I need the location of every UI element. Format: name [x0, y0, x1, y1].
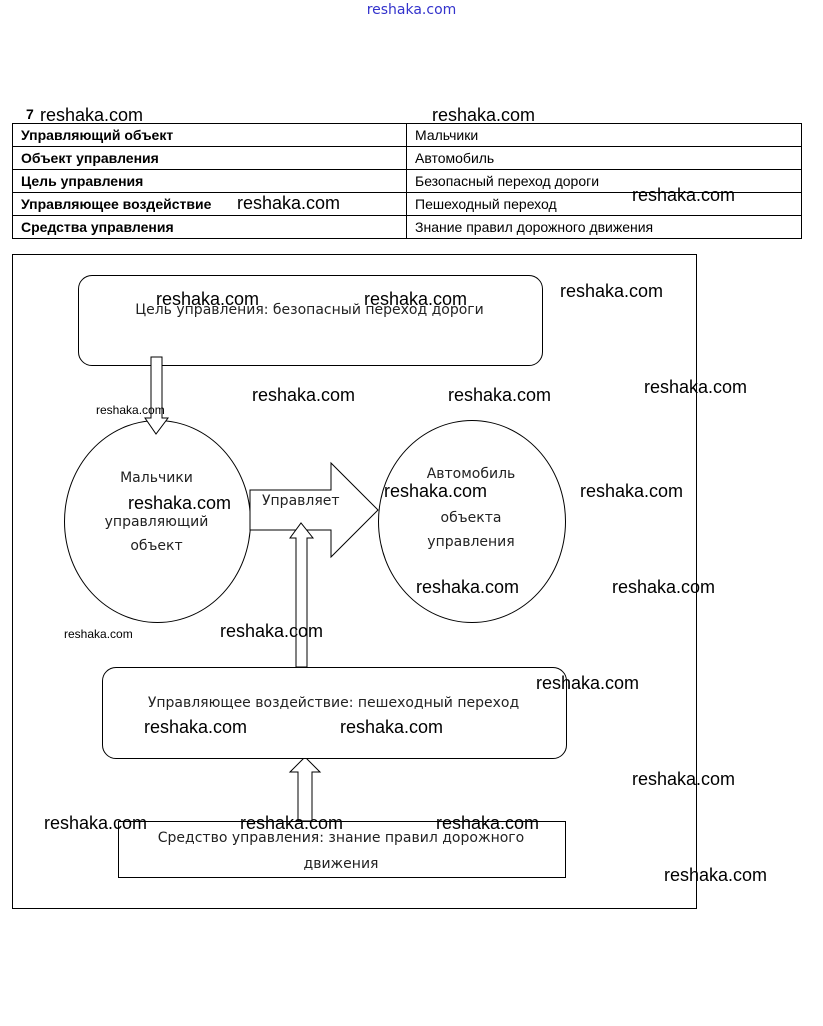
table-cell-value: Мальчики	[406, 123, 802, 147]
task-number: 7	[26, 106, 34, 122]
subject-ellipse	[64, 420, 251, 623]
subject-line2: управляющий	[104, 514, 209, 530]
watermark: reshaka.com	[44, 813, 148, 833]
object-line1: Автомобиль	[426, 466, 516, 482]
watermark: reshaka.com	[536, 673, 640, 693]
watermark: reshaka.com	[644, 377, 748, 397]
watermark: reshaka.com	[632, 769, 736, 789]
goal-label: Цель управления: безопасный переход доро…	[135, 302, 484, 318]
watermark: reshaka.com	[237, 193, 341, 213]
arrow-up-icon	[288, 756, 322, 822]
watermark: reshaka.com	[156, 289, 260, 309]
watermark: reshaka.com	[40, 105, 144, 125]
watermark: reshaka.com	[432, 105, 536, 125]
means-line2: движения	[303, 856, 379, 872]
control-system-table: Управляющий объект Мальчики Объект управ…	[12, 123, 802, 239]
watermark: reshaka.com	[64, 627, 133, 641]
influence-box	[102, 667, 567, 759]
table-cell-label: Средства управления	[12, 215, 407, 239]
subject-line1: Мальчики	[120, 470, 193, 486]
watermark: reshaka.com	[632, 185, 736, 205]
watermark: reshaka.com	[364, 289, 468, 309]
watermark: reshaka.com	[384, 481, 488, 501]
table-cell-label: Управляющее воздействие	[12, 192, 407, 216]
watermark: reshaka.com	[436, 813, 540, 833]
table-row: Средства управления Знание правил дорожн…	[12, 215, 802, 239]
table-row: Управляющий объект Мальчики	[12, 123, 802, 147]
arrow-up-icon	[289, 522, 315, 668]
watermark: reshaka.com	[252, 385, 356, 405]
object-line3: управления	[427, 534, 515, 550]
goal-box	[78, 275, 543, 366]
table-cell-value: Безопасный переход дороги	[406, 169, 802, 193]
action-arrow-label: Управляет	[262, 493, 340, 509]
means-line1: Средство управления: знание правил дорож…	[157, 830, 525, 846]
watermark: reshaka.com	[612, 577, 716, 597]
influence-label: Управляющее воздействие: пешеходный пере…	[147, 695, 520, 711]
arrow-right-icon	[249, 461, 379, 559]
watermark: reshaka.com	[128, 493, 232, 513]
watermark: reshaka.com	[560, 281, 664, 301]
table-cell-value: Знание правил дорожного движения	[406, 215, 802, 239]
subject-line3: объект	[130, 538, 183, 554]
top-site-link[interactable]: reshaka.com	[366, 2, 457, 18]
object-ellipse	[378, 420, 566, 623]
watermark: reshaka.com	[580, 481, 684, 501]
watermark: reshaka.com	[144, 717, 248, 737]
arrow-down-icon	[144, 356, 169, 435]
object-line2: объекта	[440, 510, 502, 526]
watermark: reshaka.com	[340, 717, 444, 737]
table-row: Управляющее воздействие Пешеходный перех…	[12, 192, 802, 216]
means-box	[118, 821, 566, 878]
watermark: reshaka.com	[240, 813, 344, 833]
watermark: reshaka.com	[416, 577, 520, 597]
table-row: Объект управления Автомобиль	[12, 146, 802, 170]
watermark: reshaka.com	[448, 385, 552, 405]
watermark: reshaka.com	[220, 621, 324, 641]
table-cell-value: Автомобиль	[406, 146, 802, 170]
watermark: reshaka.com	[96, 403, 165, 417]
watermark: reshaka.com	[664, 865, 768, 885]
